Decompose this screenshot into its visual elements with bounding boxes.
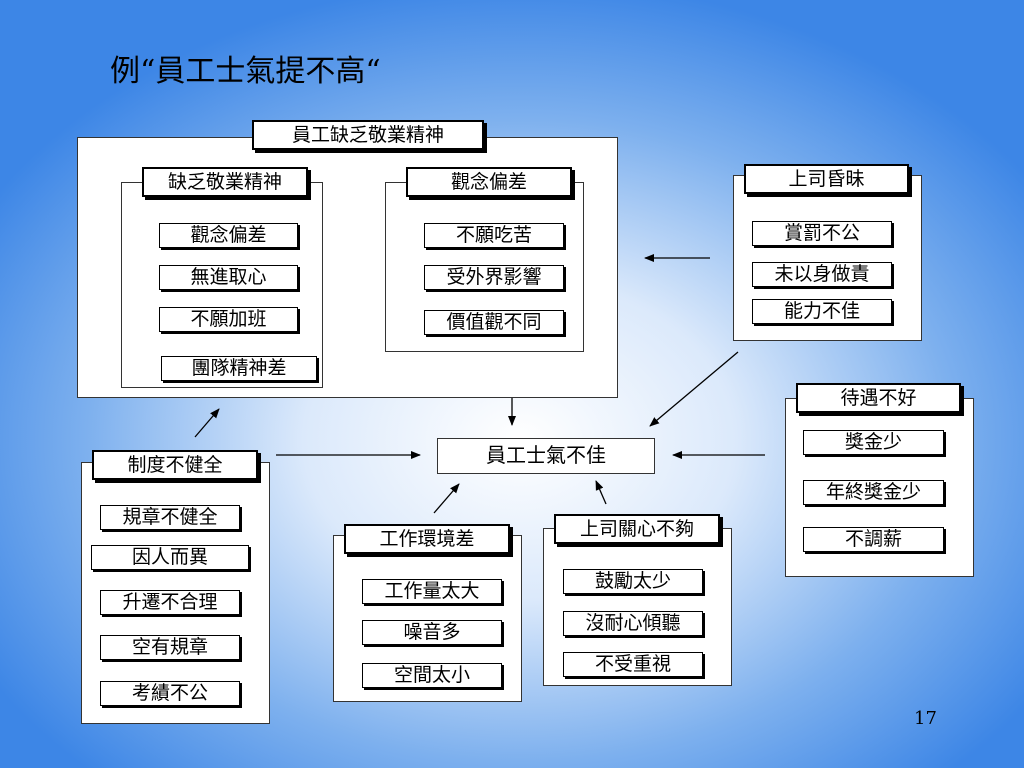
boss-care-item-2: 沒耐心傾聽 (563, 611, 703, 636)
lack-dedication-item-1: 觀念偏差 (159, 223, 298, 248)
poor-pay-item-3: 不調薪 (803, 527, 944, 552)
bad-system-heading: 制度不健全 (92, 450, 258, 480)
boss-care-item-1: 鼓勵太少 (563, 569, 703, 594)
work-environment-item-2: 噪音多 (362, 620, 502, 645)
work-environment-item-3: 空間太小 (362, 663, 502, 688)
arrow-bosscare-to-center (595, 480, 607, 505)
page-number: 17 (914, 708, 937, 729)
concept-bias-heading: 觀念偏差 (406, 167, 572, 197)
bad-system-item-4: 空有規章 (100, 635, 240, 660)
boss-care-heading: 上司關心不夠 (554, 514, 720, 544)
bad-system-item-3: 升遷不合理 (100, 590, 240, 615)
poor-pay-item-1: 獎金少 (803, 430, 944, 455)
arrow-boss-to-center (649, 351, 739, 427)
boss-incompetent-heading: 上司昏昧 (744, 164, 909, 194)
lack-dedication-item-2: 無進取心 (159, 265, 298, 290)
work-environment-item-1: 工作量太大 (362, 579, 502, 604)
poor-pay-item-2: 年終獎金少 (803, 480, 944, 505)
boss-incompetent-item-1: 賞罰不公 (752, 221, 892, 246)
work-environment-heading: 工作環境差 (344, 524, 510, 554)
bad-system-item-1: 規章不健全 (100, 505, 240, 530)
boss-care-item-3: 不受重視 (563, 652, 703, 677)
boss-incompetent-item-3: 能力不佳 (752, 299, 892, 324)
poor-pay-heading: 待遇不好 (796, 383, 961, 413)
page-title: 例“員工士氣提不高“ (110, 54, 381, 89)
lack-dedication-item-4: 團隊精神差 (161, 356, 317, 381)
concept-bias-item-2: 受外界影響 (424, 265, 564, 290)
concept-bias-item-3: 價值觀不同 (424, 310, 564, 335)
lack-dedication-item-3: 不願加班 (159, 307, 298, 332)
concept-bias-item-1: 不願吃苦 (424, 223, 564, 248)
arrow-environment-to-center (433, 483, 460, 514)
bad-system-item-5: 考績不公 (100, 681, 240, 706)
employee-attitude-heading: 員工缺乏敬業精神 (252, 120, 484, 150)
boss-incompetent-item-2: 未以身做責 (752, 262, 892, 287)
bad-system-item-2: 因人而異 (91, 545, 249, 570)
arrow-system-to-attitude (194, 408, 220, 438)
center-problem-box: 員工士氣不佳 (437, 438, 655, 474)
lack-dedication-heading: 缺乏敬業精神 (142, 167, 308, 197)
